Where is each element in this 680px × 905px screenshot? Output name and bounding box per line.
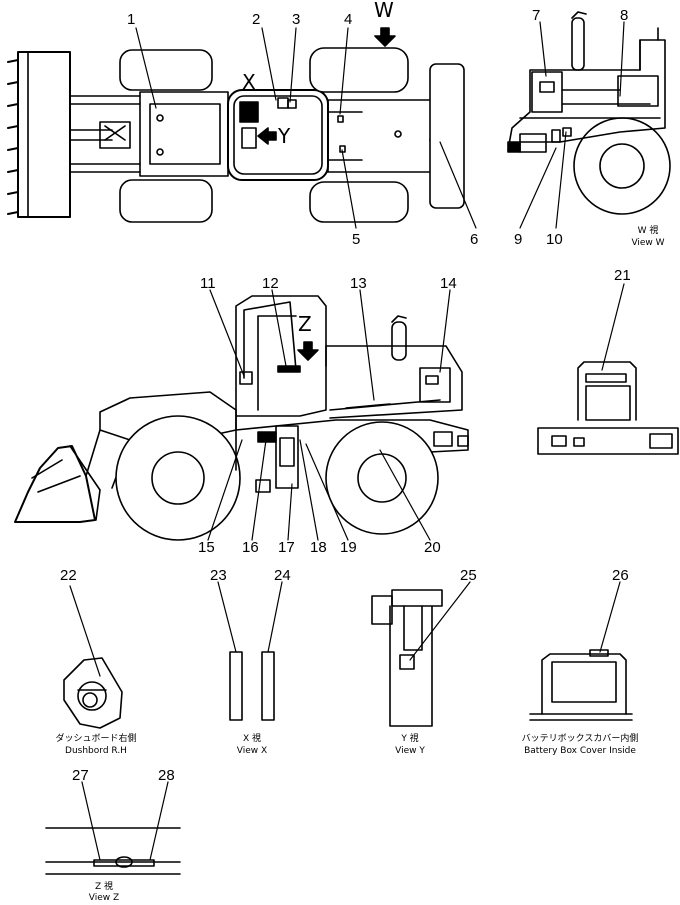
callout-8: 8	[620, 7, 629, 24]
caption-view-y-jp: Y 視	[401, 734, 419, 744]
view-letter-x: X	[242, 70, 256, 94]
callout-22: 22	[60, 567, 77, 584]
view-x-drawing	[229, 651, 275, 721]
callout-3: 3	[292, 11, 301, 28]
side-view-drawing	[14, 295, 469, 541]
callout-10: 10	[546, 231, 563, 248]
callout-1: 1	[127, 11, 136, 28]
caption-view-z-en: View Z	[88, 893, 120, 903]
callout-20: 20	[424, 539, 441, 556]
caption-dashboard-jp: ダッシュボード右側	[55, 734, 137, 744]
dashboard-rh-drawing	[63, 657, 123, 729]
top-view-drawing	[7, 27, 465, 223]
callout-14: 14	[440, 275, 457, 292]
caption-view-z-jp: Z 視	[94, 882, 114, 892]
view-z-drawing	[45, 827, 181, 875]
callout-13: 13	[350, 275, 367, 292]
caption-battery-en: Battery Box Cover Inside	[524, 746, 636, 756]
callout-27: 27	[72, 767, 89, 784]
view-w-drawing	[507, 11, 671, 215]
callout-25: 25	[460, 567, 477, 584]
caption-view-w-jp: W 視	[637, 226, 659, 236]
callout-7: 7	[532, 7, 541, 24]
view-y-drawing	[371, 589, 443, 727]
caption-view-x-en: View X	[236, 746, 268, 756]
callout-24: 24	[274, 567, 291, 584]
callout-15: 15	[198, 539, 215, 556]
callout-23: 23	[210, 567, 227, 584]
view-letter-z: Z	[298, 312, 312, 336]
callout-4: 4	[344, 11, 353, 28]
caption-battery-jp: バッテリボックスカバー内側	[521, 734, 639, 744]
callout-18: 18	[310, 539, 327, 556]
callout-2: 2	[252, 11, 261, 28]
callout-19: 19	[340, 539, 357, 556]
callout-21: 21	[614, 267, 631, 284]
view-letter-w: W	[374, 0, 394, 22]
callout-9: 9	[514, 231, 523, 248]
caption-dashboard-en: Dushbord R.H	[65, 746, 127, 756]
caption-view-y-en: View Y	[395, 746, 425, 756]
callout-5: 5	[352, 231, 361, 248]
callout-17: 17	[278, 539, 295, 556]
battery-cover-drawing	[529, 649, 633, 721]
leader-lines	[69, 21, 625, 861]
caption-view-w-en: View W	[631, 238, 665, 248]
caption-view-x-jp: X 視	[242, 734, 262, 744]
view-letter-y: Y	[278, 124, 291, 148]
detail-21-drawing	[537, 361, 679, 455]
callout-12: 12	[262, 275, 279, 292]
callout-28: 28	[158, 767, 175, 784]
callout-11: 11	[200, 275, 216, 292]
callout-16: 16	[242, 539, 259, 556]
callout-26: 26	[612, 567, 629, 584]
callout-6: 6	[470, 231, 479, 248]
